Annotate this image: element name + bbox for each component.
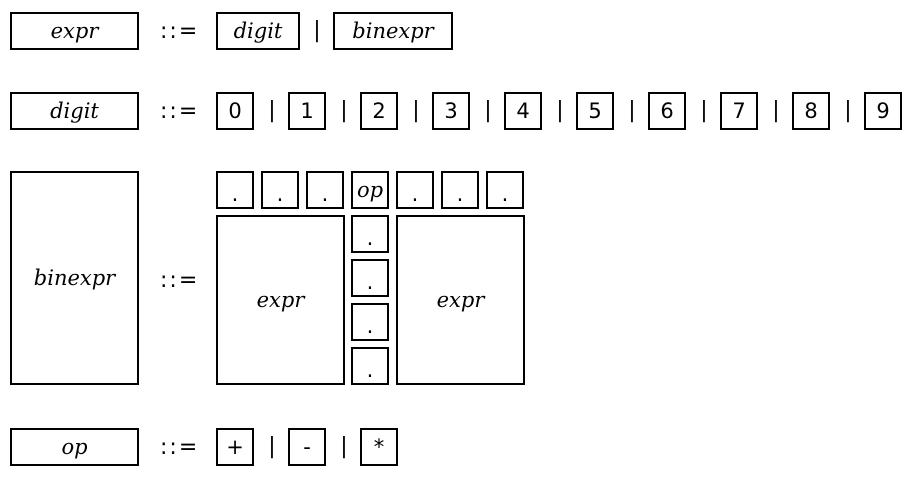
digit-6-box: 6 bbox=[648, 92, 686, 130]
binexpr-top-dot-box: . bbox=[216, 171, 254, 209]
rule-digit-assign: ::= bbox=[160, 99, 200, 124]
op-separator: | bbox=[268, 434, 276, 459]
rule-binexpr-assign: ::= bbox=[160, 268, 200, 293]
op-separator: | bbox=[340, 434, 348, 459]
binexpr-middle-dot-box: . bbox=[351, 303, 389, 341]
digit-3-box: 3 bbox=[432, 92, 470, 130]
binexpr-top-dot-box: . bbox=[486, 171, 524, 209]
digit-7-box: 7 bbox=[720, 92, 758, 130]
digit-separator: | bbox=[844, 98, 852, 123]
rule-expr-separator: | bbox=[313, 18, 321, 43]
digit-9-box: 9 bbox=[864, 92, 902, 130]
digit-separator: | bbox=[268, 98, 276, 123]
digit-5-box: 5 bbox=[576, 92, 614, 130]
digit-8-box: 8 bbox=[792, 92, 830, 130]
digit-4-box: 4 bbox=[504, 92, 542, 130]
digit-separator: | bbox=[556, 98, 564, 123]
op-minus-box: - bbox=[288, 428, 326, 466]
rule-digit-lhs: digit bbox=[10, 92, 139, 130]
rule-op-lhs: op bbox=[10, 428, 139, 466]
op-plus-box: + bbox=[216, 428, 254, 466]
digit-separator: | bbox=[484, 98, 492, 123]
rule-expr-binexpr-alt: binexpr bbox=[333, 12, 453, 50]
digit-separator: | bbox=[628, 98, 636, 123]
op-times-box: * bbox=[360, 428, 398, 466]
digit-separator: | bbox=[412, 98, 420, 123]
rule-expr-digit-alt: digit bbox=[216, 12, 300, 50]
rule-binexpr-lhs: binexpr bbox=[10, 171, 139, 385]
digit-0-box: 0 bbox=[216, 92, 254, 130]
rule-expr-assign: ::= bbox=[160, 19, 200, 44]
binexpr-right-expr-box: expr bbox=[396, 215, 525, 385]
binexpr-middle-dot-box: . bbox=[351, 215, 389, 253]
rule-expr-lhs: expr bbox=[10, 12, 139, 50]
digit-separator: | bbox=[772, 98, 780, 123]
binexpr-left-expr-box: expr bbox=[216, 215, 345, 385]
digit-separator: | bbox=[700, 98, 708, 123]
binexpr-op-box: op bbox=[351, 171, 389, 209]
binexpr-middle-dot-box: . bbox=[351, 347, 389, 385]
binexpr-middle-dot-box: . bbox=[351, 259, 389, 297]
binexpr-top-dot-box: . bbox=[261, 171, 299, 209]
digit-1-box: 1 bbox=[288, 92, 326, 130]
rule-op-assign: ::= bbox=[160, 435, 200, 460]
digit-2-box: 2 bbox=[360, 92, 398, 130]
binexpr-top-dot-box: . bbox=[396, 171, 434, 209]
binexpr-top-dot-box: . bbox=[441, 171, 479, 209]
binexpr-top-dot-box: . bbox=[306, 171, 344, 209]
digit-separator: | bbox=[340, 98, 348, 123]
